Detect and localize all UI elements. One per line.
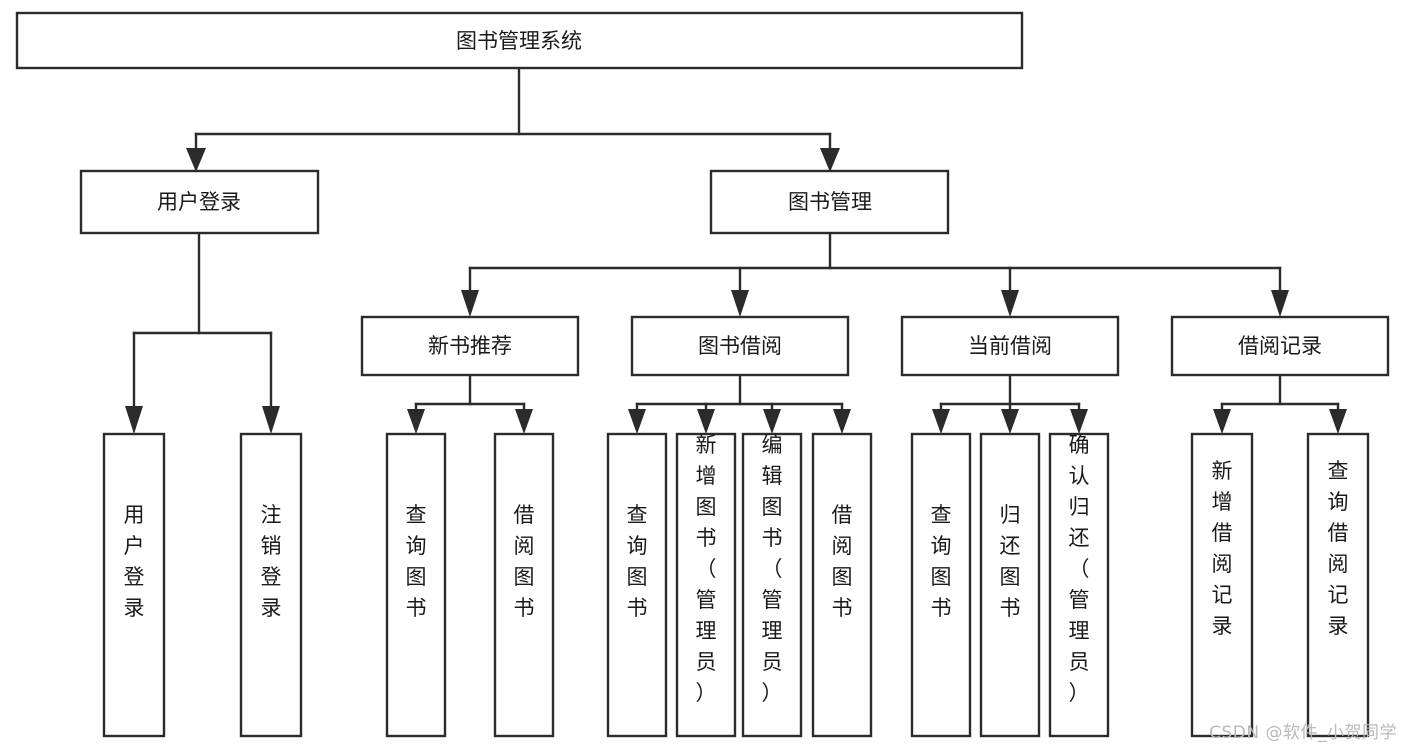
node-leaf-logout-label: 注销登录 [261,503,282,620]
node-leaf-query-book-1-box[interactable] [385,432,447,738]
node-leaf-query-record[interactable]: 查询借阅记录 [1306,432,1370,738]
node-leaf-borrow-book-1-box[interactable] [493,432,555,738]
node-borrow-record-box[interactable] [1170,315,1390,377]
node-leaf-add-book[interactable]: 新增图书（管理员） [675,432,737,738]
arrow-head-book-borrow [731,290,749,317]
node-leaf-confirm-return-label: 确认归还（管理员） [1069,433,1090,705]
node-book-management[interactable]: 图书管理 [709,169,950,235]
node-leaf-query-book-2[interactable]: 查询图书 [606,432,668,738]
node-leaf-borrow-book-2[interactable]: 借阅图书 [811,432,873,738]
node-leaf-add-book-box[interactable] [675,432,737,738]
node-leaf-add-record[interactable]: 新增借阅记录 [1190,432,1254,738]
node-user-login[interactable]: 用户登录 [79,169,320,235]
arrow-head-leaf-query-book-1 [407,409,425,434]
node-new-book-recommend[interactable]: 新书推荐 [360,315,580,377]
node-leaf-user-login-label: 用户登录 [124,503,145,620]
node-leaf-query-book-2-label: 查询图书 [627,503,648,620]
node-book-management-label: 图书管理 [788,190,872,214]
node-leaf-return-book-box[interactable] [979,432,1041,738]
node-leaf-user-login-box[interactable] [102,432,166,738]
arrow-head-leaf-borrow-book-1 [515,409,533,434]
node-book-borrow-box[interactable] [630,315,850,377]
node-borrow-record-label: 借阅记录 [1238,334,1322,358]
node-leaf-query-book-3-label: 查询图书 [931,503,952,620]
node-current-borrow-box[interactable] [900,315,1120,377]
node-leaf-edit-book-label: 编辑图书（管理员） [762,433,783,705]
arrow-head-leaf-logout [262,406,280,434]
node-leaf-borrow-book-2-label: 借阅图书 [832,503,853,620]
node-book-borrow[interactable]: 图书借阅 [630,315,850,377]
node-leaf-query-record-label: 查询借阅记录 [1328,459,1349,638]
node-new-book-recommend-box[interactable] [360,315,580,377]
arrow-head-leaf-return-book [1001,409,1019,434]
node-user-login-box[interactable] [79,169,320,235]
node-leaf-return-book[interactable]: 归还图书 [979,432,1041,738]
arrow-head-user-login [186,148,206,172]
node-leaf-query-book-1-label: 查询图书 [406,503,427,620]
node-leaf-edit-book-box[interactable] [741,432,803,738]
node-leaf-logout-box[interactable] [239,432,303,738]
node-book-management-box[interactable] [709,169,950,235]
arrow-head-leaf-confirm-return [1070,409,1088,434]
node-leaf-query-book-3-box[interactable] [910,432,972,738]
node-leaf-borrow-book-1-label: 借阅图书 [514,503,535,620]
arrow-head-leaf-query-record [1329,409,1347,434]
arrow-head-borrow-record [1271,290,1289,317]
node-leaf-query-book-3[interactable]: 查询图书 [910,432,972,738]
node-new-book-recommend-label: 新书推荐 [428,334,512,358]
node-user-login-label: 用户登录 [157,190,241,214]
node-current-borrow[interactable]: 当前借阅 [900,315,1120,377]
node-leaf-confirm-return-box[interactable] [1048,432,1110,738]
node-leaf-query-book-1[interactable]: 查询图书 [385,432,447,738]
arrow-head-book-management [820,148,840,172]
node-leaf-logout[interactable]: 注销登录 [239,432,303,738]
arrow-head-leaf-user-login [125,406,143,434]
node-root-box[interactable] [15,11,1024,70]
node-root-label: 图书管理系统 [456,29,582,53]
node-leaf-return-book-label: 归还图书 [1000,503,1021,620]
node-leaf-borrow-book-2-box[interactable] [811,432,873,738]
node-borrow-record[interactable]: 借阅记录 [1170,315,1390,377]
arrow-head-leaf-query-book-2 [628,409,646,434]
node-current-borrow-label: 当前借阅 [968,334,1052,358]
node-root-book-management-system[interactable]: 图书管理系统 [15,11,1024,70]
node-leaf-add-book-label: 新增图书（管理员） [696,433,717,705]
arrow-head-leaf-add-record [1213,409,1231,434]
arrow-head-leaf-query-book-3 [932,409,950,434]
node-leaf-edit-book[interactable]: 编辑图书（管理员） [741,432,803,738]
node-leaf-query-book-2-box[interactable] [606,432,668,738]
node-leaf-query-record-box[interactable] [1306,432,1370,738]
arrow-head-new-book-recommend [461,290,479,317]
node-book-borrow-label: 图书借阅 [698,334,782,358]
arrow-head-leaf-edit-book [763,409,781,434]
arrow-head-leaf-add-book [697,409,715,434]
csdn-watermark: CSDN @软件_小贺同学 [1209,723,1397,743]
arrow-head-leaf-borrow-book-2 [833,409,851,434]
node-leaf-add-record-label: 新增借阅记录 [1212,459,1233,638]
node-leaf-borrow-book-1[interactable]: 借阅图书 [493,432,555,738]
node-leaf-user-login[interactable]: 用户登录 [102,432,166,738]
arrow-head-current-borrow [1001,290,1019,317]
node-leaf-confirm-return[interactable]: 确认归还（管理员） [1048,432,1110,738]
connector-layer [125,66,1347,434]
node-leaf-add-record-box[interactable] [1190,432,1254,738]
